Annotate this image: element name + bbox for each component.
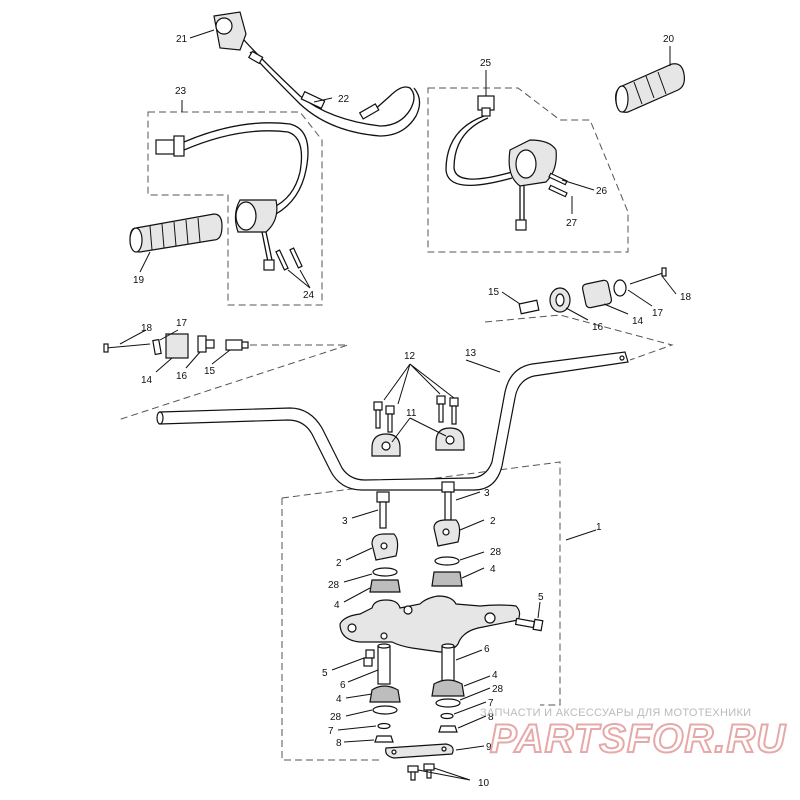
callout-3-left: 3	[342, 516, 348, 527]
switch-cube-21	[213, 11, 421, 137]
callout-17-right: 17	[652, 308, 664, 319]
lower-assembly	[339, 481, 544, 781]
callout-8-left: 8	[336, 738, 342, 749]
callout-4-upper-left: 4	[334, 600, 340, 611]
callout-15-left: 15	[204, 366, 216, 377]
group-23-outline	[147, 111, 323, 306]
callout-10: 10	[478, 778, 490, 789]
callout-14-left: 14	[141, 375, 153, 386]
leader-lines	[119, 29, 677, 781]
watermark: ЗАПЧАСТИ И АКСЕССУАРЫ ДЛЯ МОТОТЕХНИКИ PA…	[480, 707, 786, 762]
callout-12: 12	[404, 351, 416, 362]
callout-3-right: 3	[484, 488, 490, 499]
callout-7-left: 7	[328, 726, 334, 737]
right-grip	[615, 63, 685, 113]
callout-16-right: 16	[592, 322, 604, 333]
projection-line-right	[484, 314, 674, 361]
group-outlines	[117, 87, 674, 761]
callout-14-right: 14	[632, 316, 644, 327]
top-yoke	[339, 595, 521, 653]
callout-18-left: 18	[141, 323, 153, 334]
handlebar	[156, 351, 629, 491]
watermark-logo: PARTSFOR.RU	[490, 717, 786, 761]
callout-28-upper-left: 28	[328, 580, 340, 591]
callout-6-left: 6	[340, 680, 346, 691]
callout-27: 27	[566, 218, 578, 229]
callout-22: 22	[338, 94, 350, 105]
callout-5-right: 5	[538, 592, 544, 603]
callout-4-lower-left: 4	[336, 694, 342, 705]
callout-18-right: 18	[680, 292, 692, 303]
callout-labels: 21 22 23 25 20 19 24 26 27 13 12 11 18 1…	[133, 34, 692, 789]
switch-cube-25	[445, 95, 568, 231]
group-1-outline	[281, 461, 561, 761]
callout-19: 19	[133, 275, 145, 286]
callout-13: 13	[465, 348, 477, 359]
callout-24: 24	[303, 290, 315, 301]
callout-23: 23	[175, 86, 187, 97]
callout-20: 20	[663, 34, 675, 45]
bar-end-left	[103, 333, 249, 359]
callout-9: 9	[486, 742, 492, 753]
callout-5-left: 5	[322, 668, 328, 679]
callout-1: 1	[596, 522, 602, 533]
watermark-tagline: ЗАПЧАСТИ И АКСЕССУАРЫ ДЛЯ МОТОТЕХНИКИ	[480, 707, 751, 719]
projection-line-left	[117, 344, 349, 421]
bar-end-right	[518, 267, 667, 315]
callout-4-upper-right: 4	[490, 564, 496, 575]
switch-cube-23	[155, 122, 309, 271]
callout-25: 25	[480, 58, 492, 69]
group-25-outline	[427, 87, 629, 253]
upper-clamps	[371, 427, 465, 457]
left-grip	[129, 213, 223, 253]
callout-16-left: 16	[176, 371, 188, 382]
handlebar-right-hole	[619, 355, 625, 361]
callout-26: 26	[596, 186, 608, 197]
handlebar-left-end	[156, 411, 164, 425]
callout-28-lower-left: 28	[330, 712, 342, 723]
callout-2-left: 2	[336, 558, 342, 569]
callout-15-right: 15	[488, 287, 500, 298]
callout-6-right: 6	[484, 644, 490, 655]
callout-11: 11	[406, 408, 417, 419]
callout-17-left: 17	[176, 318, 188, 329]
callout-2-right: 2	[490, 516, 496, 527]
callout-21: 21	[176, 34, 188, 45]
callout-7-right: 7	[488, 698, 494, 709]
callout-28-upper-right: 28	[490, 547, 502, 558]
callout-28-lower-right: 28	[492, 684, 504, 695]
callout-8-right: 8	[488, 712, 494, 723]
handlebar-body	[159, 351, 629, 491]
callout-4-lower-right: 4	[492, 670, 498, 681]
